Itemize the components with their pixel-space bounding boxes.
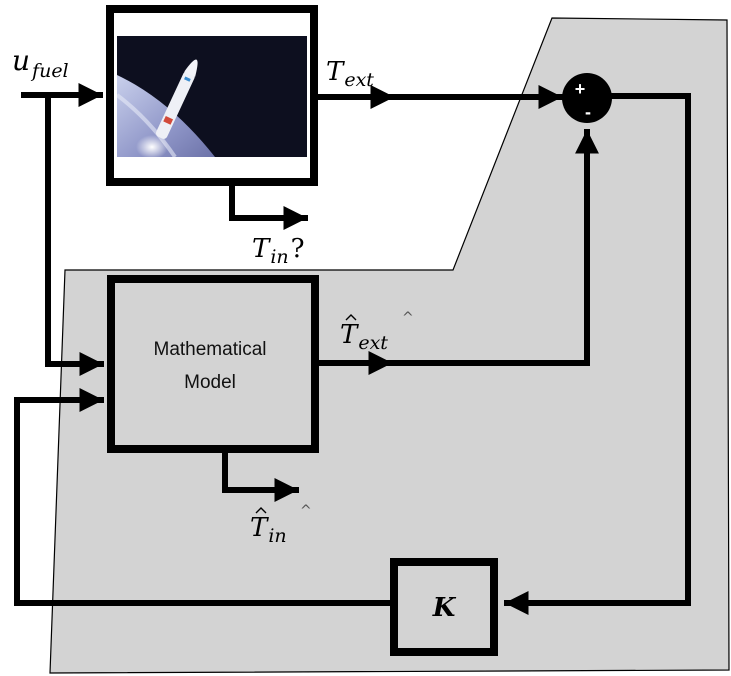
u-fuel-branch	[45, 92, 104, 376]
rocket-launch-image	[117, 36, 307, 157]
t-ext-hat-base: T	[340, 320, 359, 350]
plant-block	[106, 5, 318, 186]
t-in-hat-accent: ^	[300, 503, 312, 519]
t-in-suffix: ?	[291, 234, 305, 264]
gain-k-label: K	[432, 593, 457, 623]
t-in-question-label: Tin?	[252, 234, 305, 268]
t-in-output-line	[229, 183, 308, 230]
feedback-line	[14, 388, 393, 606]
model-label-line2: Model	[184, 372, 236, 393]
t-ext-sub: ext	[344, 69, 374, 91]
model-label-line1: Mathematical	[154, 339, 267, 360]
t-ext-hat-line	[316, 129, 599, 366]
mathematical-model-block: Mathematical Model	[107, 275, 319, 453]
t-ext-base: T	[326, 57, 345, 87]
t-ext-hat-sub: ext	[358, 332, 388, 354]
t-ext-label: Text	[326, 57, 374, 91]
t-in-hat-line	[222, 450, 299, 502]
error-line	[504, 93, 691, 615]
u-fuel-sub: fuel	[30, 60, 69, 82]
u-fuel-base: u	[12, 44, 30, 77]
t-in-hat-base: T	[250, 513, 269, 543]
minus-sign: -	[585, 102, 591, 122]
t-in-hat-sub: in	[268, 525, 286, 547]
summing-junction: + -	[562, 73, 612, 123]
t-ext-hat-label: Text	[340, 320, 388, 354]
plus-sign: +	[575, 79, 586, 99]
gain-k-block: K	[390, 558, 498, 656]
t-in-hat-chevron	[255, 507, 267, 514]
t-ext-hat-accent: ^	[402, 310, 414, 326]
t-in-sub: in	[270, 246, 288, 268]
observer-region	[49, 17, 730, 674]
t-in-base: T	[252, 234, 271, 264]
t-in-hat-label: Tin	[250, 513, 287, 547]
t-ext-hat-chevron	[345, 314, 357, 321]
